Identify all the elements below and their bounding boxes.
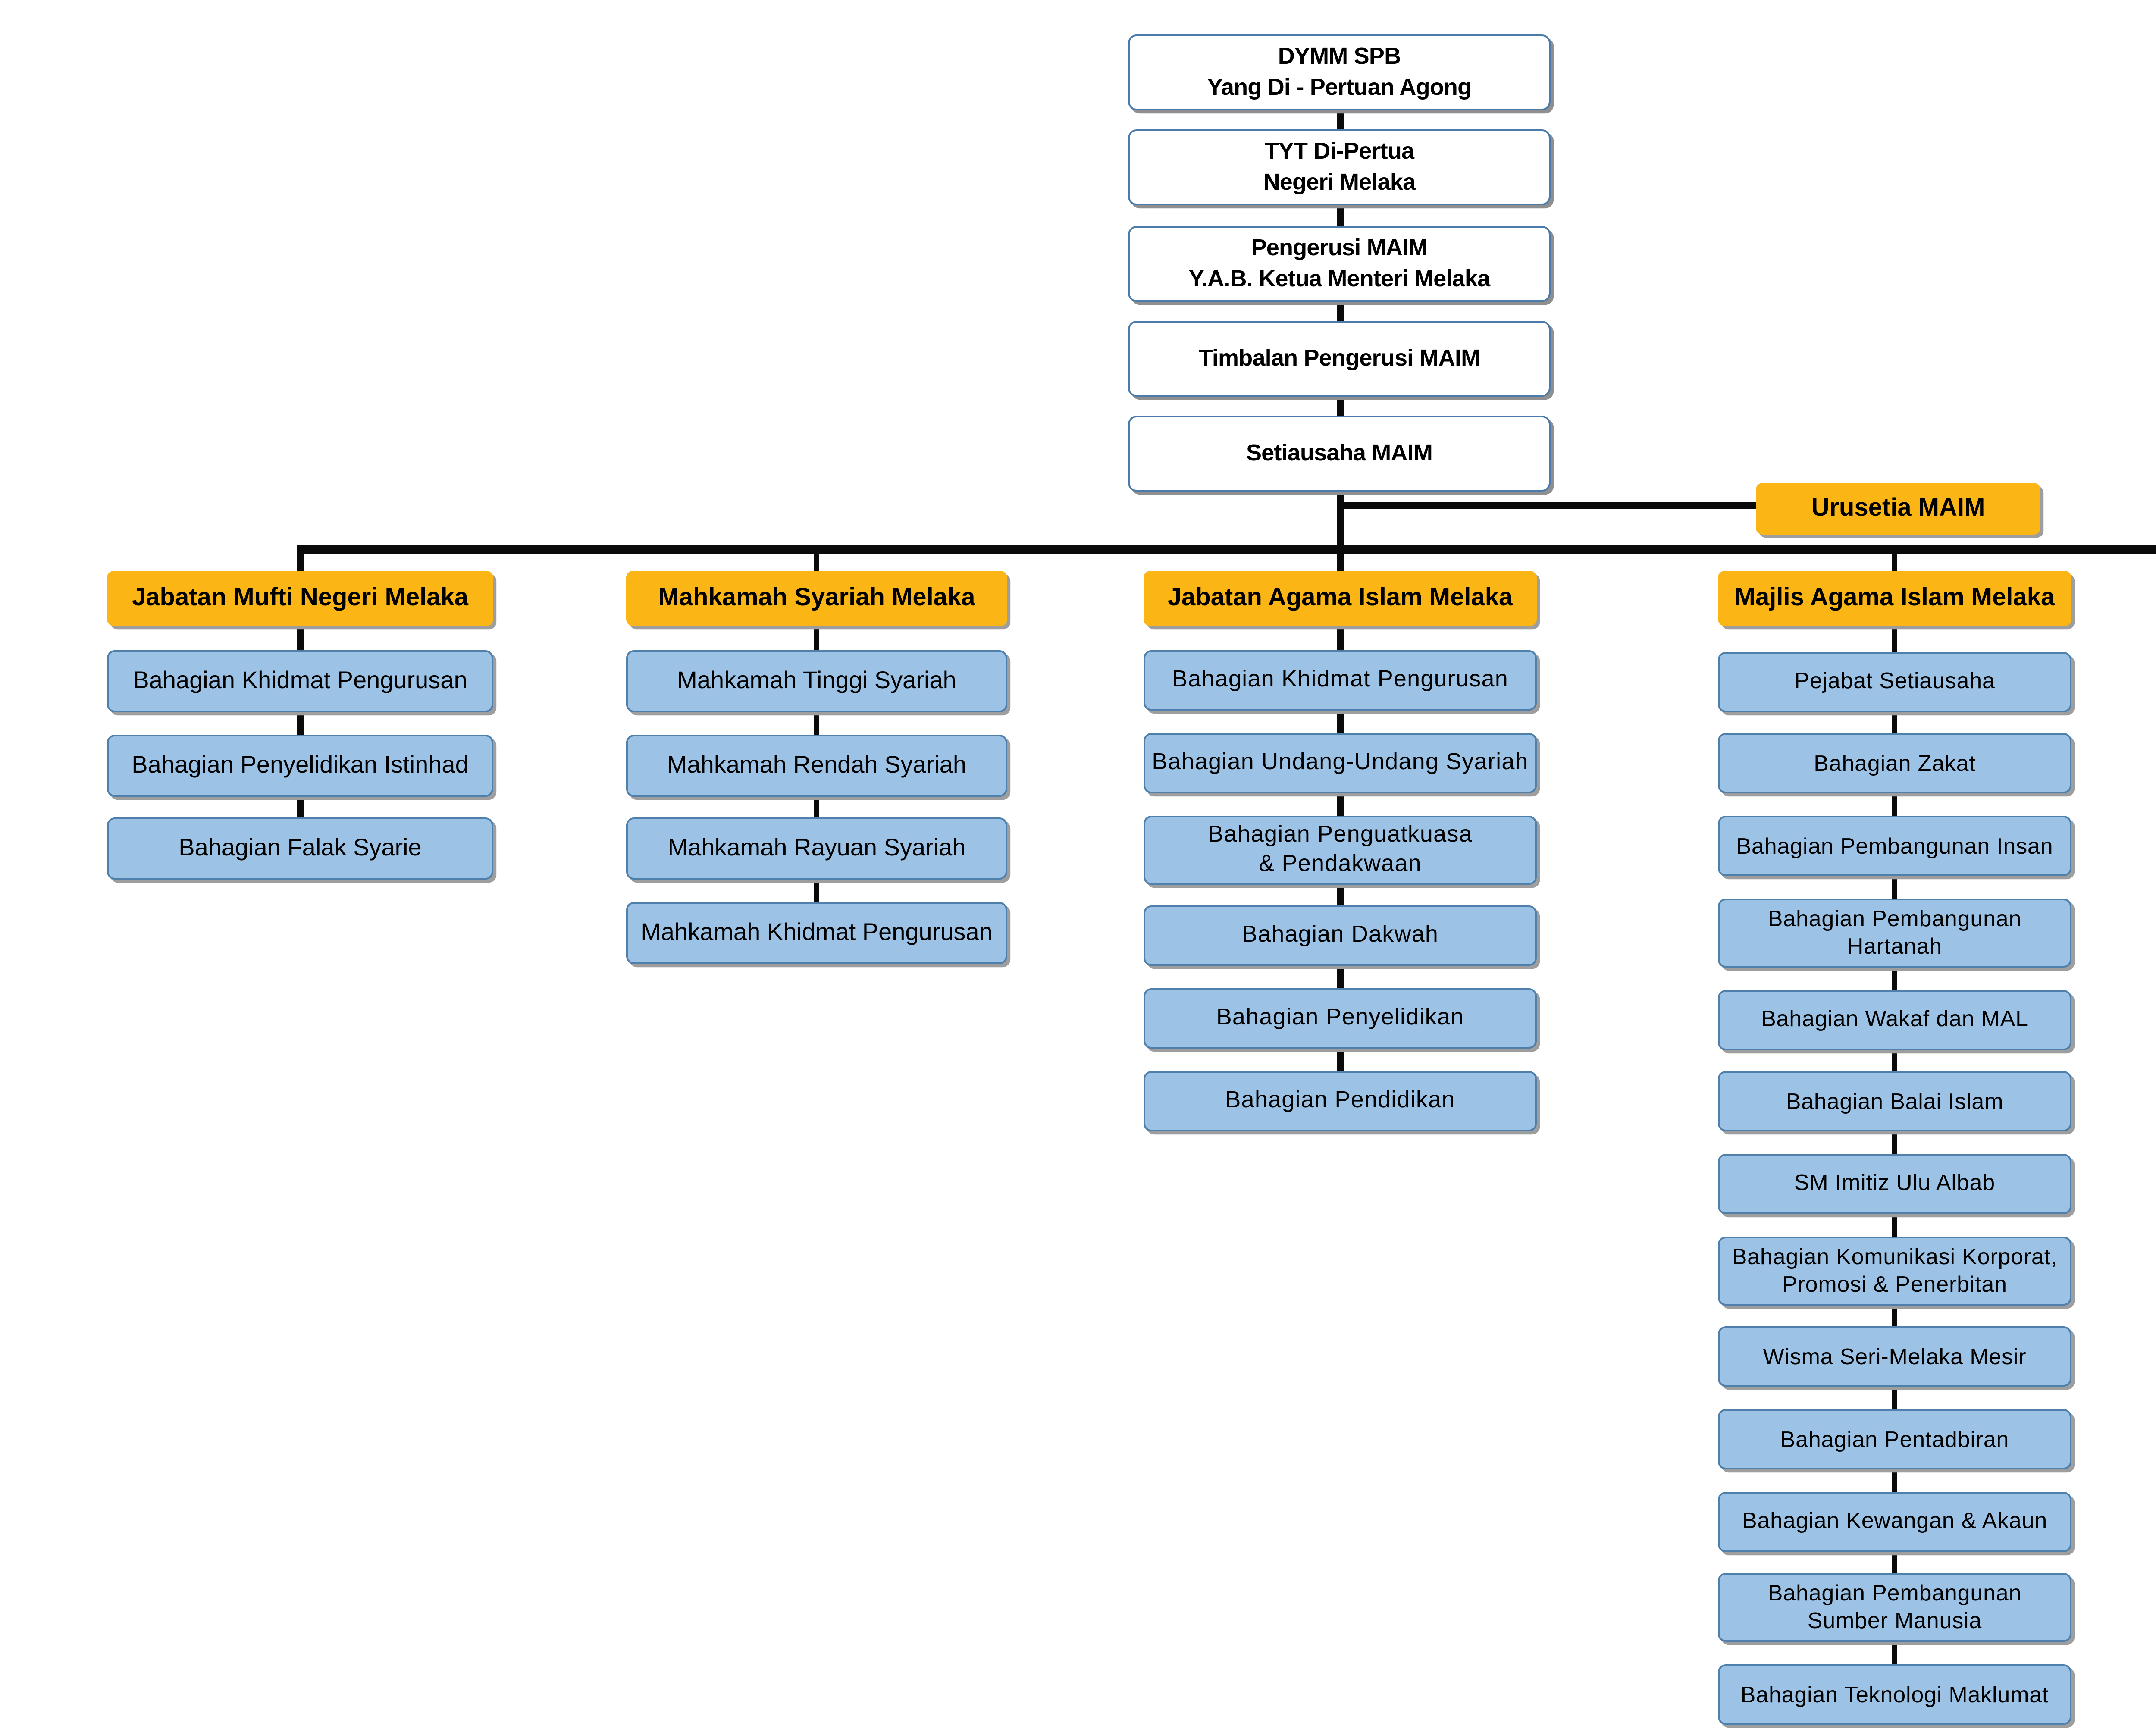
org-unit-box: Bahagian Pentadbiran — [1718, 1409, 2071, 1469]
org-unit-box: Bahagian Wakaf dan MAL — [1718, 989, 2071, 1049]
org-unit-box: Bahagian Pembangunan Sumber Manusia — [1718, 1573, 2071, 1642]
org-unit-box: Bahagian Khidmat Pengurusan — [1144, 650, 1537, 711]
org-unit-box: Bahagian Penyelidikan Istinhad — [107, 734, 493, 796]
org-unit-box: Bahagian Kewangan & Akaun — [1718, 1491, 2071, 1551]
urusetia-maim-box: Urusetia MAIM — [1756, 483, 2040, 535]
org-unit-box: Mahkamah Tinggi Syariah — [626, 650, 1007, 712]
org-unit-box: Bahagian Penguatkuasa & Pendakwaan — [1144, 815, 1537, 884]
column-header-majlis-agama-islam-melaka: Majlis Agama Islam Melaka — [1718, 571, 2071, 626]
org-unit-box: Bahagian Balai Islam — [1718, 1071, 2071, 1131]
org-unit-box: Bahagian Komunikasi Korporat, Promosi & … — [1718, 1236, 2071, 1305]
org-unit-box: Bahagian Pendidikan — [1144, 1070, 1537, 1131]
org-unit-box: Pejabat Setiausaha — [1718, 651, 2071, 711]
org-unit-box: Bahagian Khidmat Pengurusan — [107, 650, 493, 712]
column-header-jabatan-agama-islam-melaka: Jabatan Agama Islam Melaka — [1144, 571, 1537, 626]
top-box-setiausaha-maim: Setiausaha MAIM — [1128, 416, 1551, 492]
top-box-tyt-di-pertua-negeri-melaka: TYT Di-Pertua Negeri Melaka — [1128, 130, 1551, 206]
top-box-timbalan-pengerusi-maim: Timbalan Pengerusi MAIM — [1128, 320, 1551, 397]
org-unit-box: Bahagian Penyelidikan — [1144, 987, 1537, 1048]
column-header-jabatan-mufti-negeri-melaka: Jabatan Mufti Negeri Melaka — [107, 571, 493, 626]
org-unit-box: Bahagian Teknologi Maklumat — [1718, 1664, 2071, 1725]
org-unit-box: Wisma Seri-Melaka Mesir — [1718, 1326, 2071, 1387]
org-unit-box: Mahkamah Rendah Syariah — [626, 734, 1007, 796]
org-unit-box: Bahagian Pembangunan Hartanah — [1718, 898, 2071, 967]
connector-main-horizontal — [297, 545, 2156, 553]
org-unit-box: Bahagian Pembangunan Insan — [1718, 816, 2071, 876]
top-box-pengerusi-maim: Pengerusi MAIM Y.A.B. Ketua Menteri Mela… — [1128, 225, 1551, 301]
org-unit-box: SM Imitiz Ulu Albab — [1718, 1153, 2071, 1213]
top-box-dymm-spb-yang-di-pertuan-agong: DYMM SPB Yang Di - Pertuan Agong — [1128, 34, 1551, 110]
org-unit-box: Bahagian Zakat — [1718, 733, 2071, 793]
column-header-mahkamah-syariah-melaka: Mahkamah Syariah Melaka — [626, 571, 1007, 626]
org-unit-box: Mahkamah Rayuan Syariah — [626, 817, 1007, 880]
connector-branch-urusetia — [1338, 501, 1759, 509]
org-unit-box: Mahkamah Khidmat Pengurusan — [626, 901, 1007, 963]
org-unit-box: Bahagian Undang-Undang Syariah — [1144, 732, 1537, 792]
org-unit-box: Bahagian Falak Syarie — [107, 817, 493, 880]
org-unit-box: Bahagian Dakwah — [1144, 905, 1537, 966]
